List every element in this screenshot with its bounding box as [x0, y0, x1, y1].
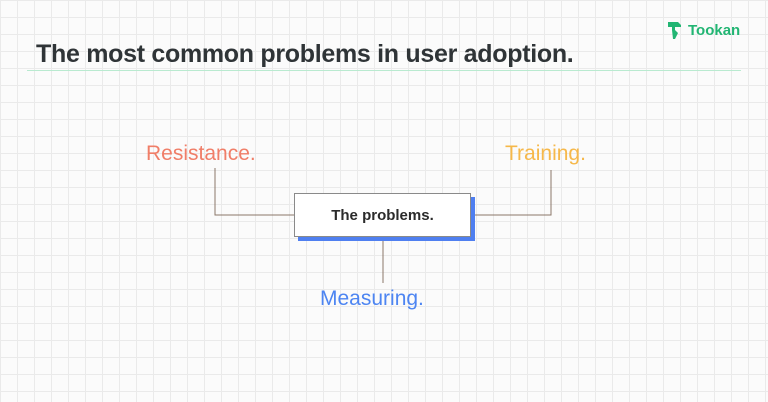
connector-resistance	[214, 168, 294, 216]
brand-name: Tookan	[688, 21, 741, 39]
tookan-logo-icon	[668, 21, 681, 39]
page-title: The most common problems in user adoptio…	[36, 40, 574, 68]
center-node: The problems.	[294, 193, 471, 237]
branch-measuring: Measuring.	[320, 287, 424, 310]
connector-training	[471, 170, 552, 216]
branch-resistance: Resistance.	[146, 142, 256, 165]
center-node-label: The problems.	[331, 206, 434, 224]
brand-logo: Tookan	[667, 20, 740, 40]
branch-training: Training.	[505, 142, 586, 165]
title-divider	[27, 70, 741, 71]
